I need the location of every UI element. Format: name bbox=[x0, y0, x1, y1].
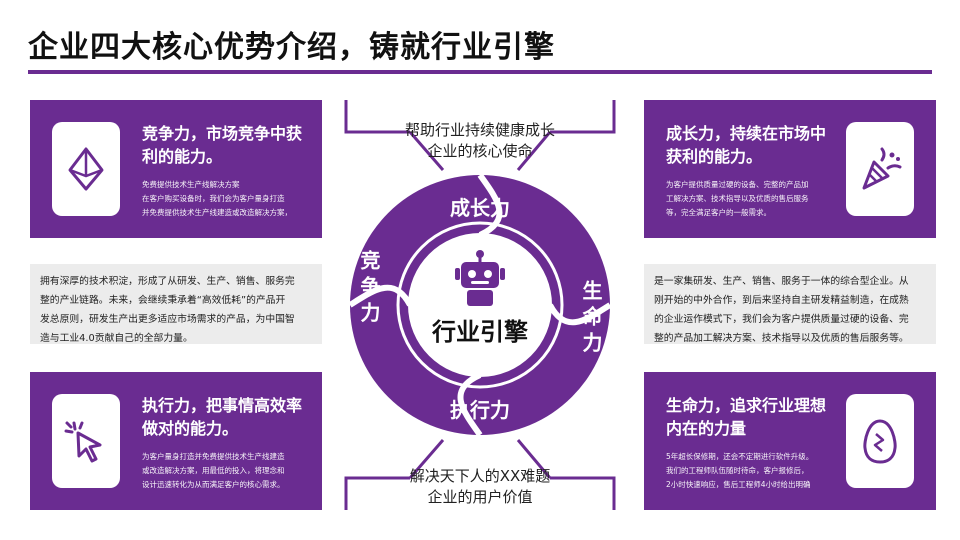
card-growth: 成长力，持续在市场中 获利的能力。 为客户提供质量过硬的设备、完整的产品加 工解… bbox=[644, 100, 936, 238]
body-line: 并免费提供技术生产线建造或改造解决方案， bbox=[142, 208, 292, 217]
body-line: 2小时快速响应，售后工程师4小时给出明确 bbox=[666, 480, 811, 489]
body-line: 为客户提供质量过硬的设备、完整的产品加 bbox=[666, 180, 809, 189]
egg-icon bbox=[863, 419, 897, 464]
right-description-box: 是一家集研发、生产、销售、服务于一体的综合型企业。从 刚开始的中外合作，到后来坚… bbox=[644, 264, 936, 344]
bottom-caption: 解决天下人的XX难题 企业的用户价值 bbox=[370, 466, 590, 508]
heading-line: 执行力，把事情高效率 bbox=[142, 396, 303, 415]
engine-label: 行业引擎 bbox=[432, 318, 528, 346]
body-line: 免费提供技术生产线解决方案 bbox=[142, 180, 240, 189]
description-line: 整的产品加工解决方案、技术指导以及优质的售后服务等。 bbox=[654, 333, 909, 344]
description-line: 整的产业链路。未来，会继续秉承着“高效低耗”的产品开 bbox=[40, 295, 286, 306]
heading-line: 生命力，追求行业理想 bbox=[666, 396, 827, 415]
body-line: 为客户量身打造并免费提供技术生产线建造 bbox=[142, 452, 285, 461]
engine-diagram: 行业引擎 成长力 生命力 执行力 竞争力 帮助行业持续健康成长 企业的核心使命 … bbox=[338, 100, 622, 510]
card-vitality: 生命力，追求行业理想 内在的力量 5年超长保修期，还会不定期进行软件升级。 我们… bbox=[644, 372, 936, 510]
description-line: 拥有深厚的技术积淀，形成了从研发、生产、销售、服务完 bbox=[40, 276, 295, 287]
page-title: 企业四大核心优势介绍，铸就行业引擎 bbox=[28, 30, 555, 65]
card-body: 免费提供技术生产线解决方案 在客户购买设备时，我们会为客户量身打造 并免费提供技… bbox=[142, 178, 314, 220]
body-line: 或改造解决方案，用最低的投入，将理念和 bbox=[142, 466, 285, 475]
description-line: 是一家集研发、生产、销售、服务于一体的综合型企业。从 bbox=[654, 276, 909, 287]
card-body: 为客户量身打造并免费提供技术生产线建造 或改造解决方案，用最低的投入，将理念和 … bbox=[142, 450, 314, 492]
segment-label-execution: 执行力 bbox=[450, 398, 510, 422]
card-execution: 执行力，把事情高效率 做对的能力。 为客户量身打造并免费提供技术生产线建造 或改… bbox=[30, 372, 322, 510]
caption-line: 解决天下人的XX难题 bbox=[409, 467, 551, 485]
card-competitiveness: 竞争力，市场竞争中获 利的能力。 免费提供技术生产线解决方案 在客户购买设备时，… bbox=[30, 100, 322, 238]
body-line: 在客户购买设备时，我们会为客户量身打造 bbox=[142, 194, 285, 203]
card-icon-box bbox=[52, 394, 120, 488]
body-line: 我们的工程师队伍随时待命，客户报修后， bbox=[666, 466, 809, 475]
description-line: 刚开始的中外合作，到后来坚持自主研发精益制造，在成熟 bbox=[654, 295, 909, 306]
body-line: 设计迅速转化为从而满足客户的核心需求。 bbox=[142, 480, 285, 489]
caption-line: 企业的核心使命 bbox=[427, 142, 533, 160]
card-icon-box bbox=[846, 122, 914, 216]
heading-line: 竞争力，市场竞争中获 bbox=[142, 124, 303, 143]
card-heading: 竞争力，市场竞争中获 利的能力。 bbox=[142, 122, 312, 168]
cursor-click-icon bbox=[64, 421, 102, 463]
description-line: 造与工业4.0贡献自己的全部力量。 bbox=[40, 333, 193, 344]
description-line: 的企业运作模式下，我们会为客户提供质量过硬的设备、完 bbox=[654, 314, 909, 325]
title-underline bbox=[28, 70, 932, 74]
heading-line: 利的能力。 bbox=[142, 147, 223, 166]
body-line: 等，完全满足客户的一般需求。 bbox=[666, 208, 771, 217]
vertical-text: 生命力 bbox=[579, 280, 603, 358]
heading-line: 内在的力量 bbox=[666, 419, 747, 438]
card-heading: 生命力，追求行业理想 内在的力量 bbox=[666, 394, 836, 440]
party-popper-icon bbox=[862, 147, 902, 190]
card-heading: 执行力，把事情高效率 做对的能力。 bbox=[142, 394, 312, 440]
card-icon-box bbox=[52, 122, 120, 216]
robot-icon bbox=[455, 250, 505, 306]
heading-line: 做对的能力。 bbox=[142, 419, 239, 438]
card-body: 5年超长保修期，还会不定期进行软件升级。 我们的工程师队伍随时待命，客户报修后，… bbox=[666, 450, 838, 492]
left-description-box: 拥有深厚的技术积淀，形成了从研发、生产、销售、服务完 整的产业链路。未来，会继续… bbox=[30, 264, 322, 344]
diamond-icon bbox=[68, 147, 104, 191]
segment-label-vitality: 生命力 bbox=[576, 280, 606, 365]
card-heading: 成长力，持续在市场中 获利的能力。 bbox=[666, 122, 836, 168]
description-line: 发总原则，研发生产出更多适应市场需求的产品，为中国智 bbox=[40, 314, 295, 325]
vertical-text: 竞争力 bbox=[357, 250, 381, 328]
body-line: 工解决方案、技术指导以及优质的售后服务 bbox=[666, 194, 809, 203]
caption-line: 企业的用户价值 bbox=[427, 488, 533, 506]
segment-label-growth: 成长力 bbox=[450, 196, 510, 220]
top-caption: 帮助行业持续健康成长 企业的核心使命 bbox=[370, 120, 590, 162]
caption-line: 帮助行业持续健康成长 bbox=[404, 121, 555, 139]
segment-label-competitiveness: 竞争力 bbox=[354, 250, 384, 335]
heading-line: 获利的能力。 bbox=[666, 147, 763, 166]
heading-line: 成长力，持续在市场中 bbox=[666, 124, 827, 143]
card-body: 为客户提供质量过硬的设备、完整的产品加 工解决方案、技术指导以及优质的售后服务 … bbox=[666, 178, 838, 220]
card-icon-box bbox=[846, 394, 914, 488]
body-line: 5年超长保修期，还会不定期进行软件升级。 bbox=[666, 452, 814, 461]
